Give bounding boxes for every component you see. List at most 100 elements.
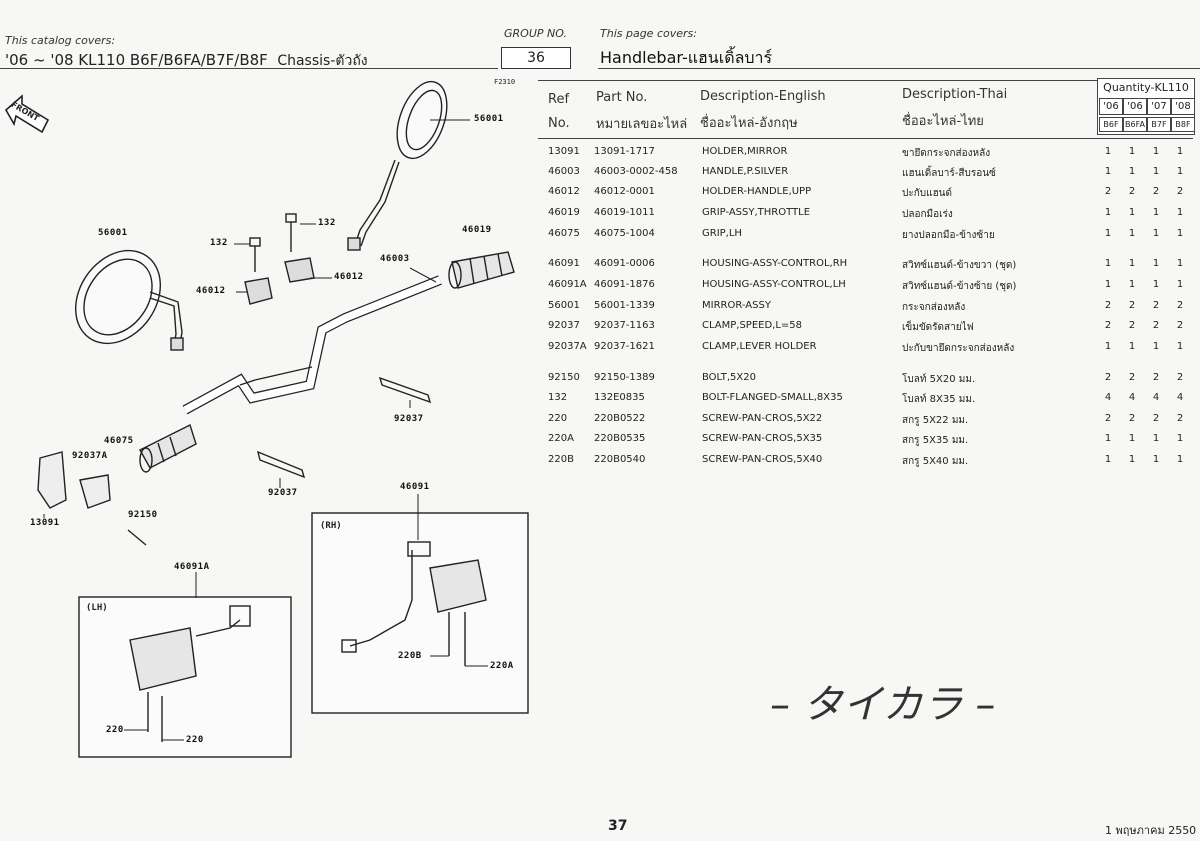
col-ref-2: No. (548, 116, 570, 131)
ref-cell: 46091 (548, 258, 580, 269)
description-th-cell: เข็มขัดรัดสายไฟ (902, 322, 974, 333)
description-en-cell: SCREW-PAN-CROS,5X22 (702, 413, 823, 424)
label-56001-left: 56001 (98, 228, 128, 238)
description-th-cell: โบลท์ 5X20 มม. (902, 374, 976, 385)
ref-cell: 56001 (548, 300, 580, 311)
part-no-cell: 92037-1621 (594, 341, 655, 352)
label-220-a: 220 (106, 725, 124, 735)
description-en-cell: BOLT-FLANGED-SMALL,8X35 (702, 392, 843, 403)
label-92037-a: 92037 (394, 414, 424, 424)
quantity-cell: 2 (1176, 186, 1184, 197)
description-th-cell: ปลอกมือเร่ง (902, 209, 953, 220)
description-en-cell: CLAMP,LEVER HOLDER (702, 341, 817, 352)
quantity-cell: 2 (1104, 186, 1112, 197)
quantity-cell: 1 (1152, 341, 1160, 352)
quantity-cell: 2 (1104, 300, 1112, 311)
quantity-cell: 1 (1104, 146, 1112, 157)
quantity-cell: 1 (1104, 454, 1112, 465)
table-top-rule (538, 80, 1098, 81)
header-underline-left (0, 68, 498, 69)
description-en-cell: HANDLE,P.SILVER (702, 166, 789, 177)
description-th-cell: ขายึดกระจกส่องหลัง (902, 148, 991, 159)
ref-cell: 220 (548, 413, 568, 424)
label-220-b: 220 (186, 735, 204, 745)
quantity-cell: 1 (1128, 166, 1136, 177)
description-th-cell: สกรู 5X22 มม. (902, 415, 969, 426)
quantity-cell: 1 (1128, 228, 1136, 239)
quantity-cell: 1 (1152, 166, 1160, 177)
label-132-b: 132 (210, 238, 228, 248)
label-92037-b: 92037 (268, 488, 298, 498)
ref-cell: 13091 (548, 146, 580, 157)
quantity-cell: 2 (1176, 320, 1184, 331)
part-no-cell: 46012-0001 (594, 186, 655, 197)
quantity-cell: 1 (1104, 341, 1112, 352)
ref-cell: 46091A (548, 279, 587, 290)
quantity-cell: 1 (1152, 207, 1160, 218)
quantity-cell: 1 (1176, 146, 1184, 157)
quantity-cell: 1 (1176, 228, 1184, 239)
col-part-2: หมายเลขอะไหล่ (596, 117, 688, 132)
description-th-cell: สกรู 5X35 มม. (902, 435, 969, 446)
model-text: '06 ~ '08 KL110 B6F/B6FA/B7F/B8F (5, 51, 268, 69)
qty-model-2: B6FA (1123, 117, 1147, 132)
description-en-cell: BOLT,5X20 (702, 372, 756, 383)
description-en-cell: HOUSING-ASSY-CONTROL,RH (702, 258, 848, 269)
label-220A: 220A (490, 661, 514, 671)
part-no-cell: 220B0522 (594, 413, 646, 424)
ref-cell: 46075 (548, 228, 580, 239)
part-no-cell: 46091-0006 (594, 258, 655, 269)
quantity-cell: 2 (1152, 320, 1160, 331)
description-en-cell: HOLDER-HANDLE,UPP (702, 186, 812, 197)
section-text: Chassis-ตัวถัง (277, 53, 368, 69)
part-no-cell: 92037-1163 (594, 320, 655, 331)
lh-box-label: (LH) (86, 603, 108, 613)
quantity-cell: 1 (1152, 433, 1160, 444)
quantity-cell: 1 (1104, 258, 1112, 269)
col-part-1: Part No. (596, 90, 648, 105)
left-grip-icon (139, 424, 197, 473)
label-92037A: 92037A (72, 451, 108, 461)
quantity-cell: 2 (1104, 320, 1112, 331)
label-132-a: 132 (318, 218, 336, 228)
quantity-cell: 2 (1152, 186, 1160, 197)
ref-cell: 220B (548, 454, 574, 465)
page-title: Handlebar-แฮนเดิ้ลบาร์ (600, 48, 773, 67)
table-header-rule (538, 138, 1193, 139)
description-th-cell: สกรู 5X40 มม. (902, 456, 969, 467)
quantity-cell: 4 (1104, 392, 1112, 403)
description-th-cell: โบลท์ 8X35 มม. (902, 394, 976, 405)
quantity-cell: 1 (1176, 258, 1184, 269)
label-46075: 46075 (104, 436, 134, 446)
group-number: 36 (501, 47, 571, 69)
quantity-title: Quantity-KL110 (1103, 81, 1189, 94)
quantity-cell: 1 (1176, 166, 1184, 177)
col-th-2: ชื่ออะไหล่-ไทย (902, 114, 984, 129)
lh-switch-icon (129, 605, 251, 742)
quantity-cell: 2 (1152, 413, 1160, 424)
leader-lines (43, 119, 488, 741)
quantity-cell: 1 (1128, 433, 1136, 444)
quantity-cell: 1 (1128, 341, 1136, 352)
quantity-cell: 1 (1104, 433, 1112, 444)
qty-year-1: '06 (1099, 98, 1123, 115)
label-46012-a: 46012 (334, 272, 364, 282)
quantity-cell: 1 (1104, 166, 1112, 177)
quantity-cell: 1 (1104, 279, 1112, 290)
ref-cell: 46019 (548, 207, 580, 218)
description-en-cell: HOLDER,MIRROR (702, 146, 788, 157)
quantity-cell: 1 (1176, 433, 1184, 444)
quantity-cell: 1 (1128, 146, 1136, 157)
quantity-cell: 4 (1128, 392, 1136, 403)
quantity-cell: 1 (1152, 454, 1160, 465)
catalog-caption: This catalog covers: (5, 34, 116, 47)
part-no-cell: 220B0540 (594, 454, 646, 465)
front-arrow-icon (4, 94, 50, 134)
page-number: 37 (608, 818, 628, 834)
